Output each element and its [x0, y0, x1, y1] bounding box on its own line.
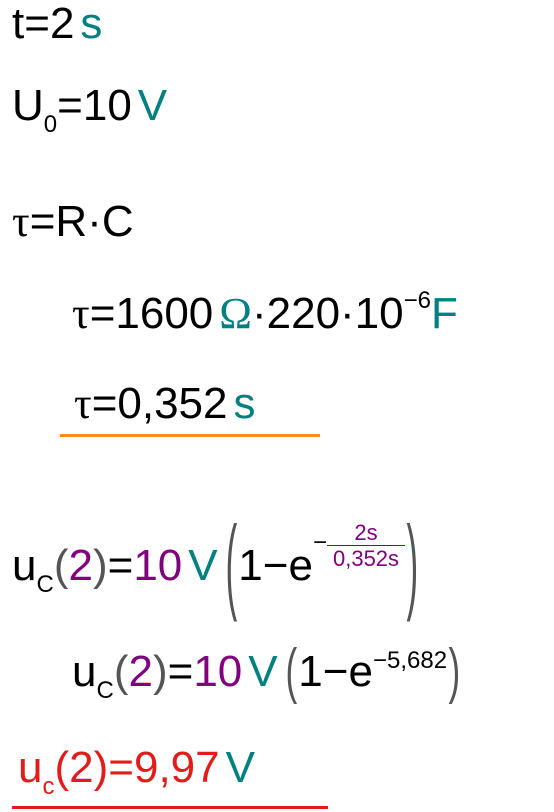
exponent: −6 — [403, 287, 432, 314]
equals-sign: = — [24, 0, 50, 48]
voltage-unit: V — [137, 81, 168, 130]
minus-sign: − — [262, 541, 289, 590]
voltage-subscript: 0 — [43, 111, 58, 138]
uc-symbol: u — [72, 647, 97, 696]
uc-subscript: C — [36, 571, 54, 598]
voltage-value: 10 — [193, 647, 243, 696]
equals-sign: = — [108, 743, 134, 792]
uc-subscript: C — [96, 677, 114, 704]
voltage-value: 10 — [133, 541, 183, 590]
uc-symbol: u — [18, 743, 43, 792]
ohm-unit: Ω — [219, 289, 252, 338]
tau-symbol: τ — [72, 289, 90, 338]
fraction-denominator: 0,352s — [332, 546, 400, 571]
fraction-numerator: 2s — [326, 522, 406, 546]
uc-subscript: c — [42, 773, 55, 800]
farad-unit: F — [431, 289, 458, 338]
uc-symbol: u — [12, 541, 37, 590]
time-argument: 2 — [69, 743, 94, 792]
voltage-symbol: U — [12, 81, 44, 130]
tau-formula: R·C — [55, 197, 134, 246]
equals-sign: = — [107, 541, 134, 590]
right-paren: ) — [152, 647, 168, 696]
tau-underline — [60, 434, 320, 437]
big-right-paren: ) — [406, 506, 419, 624]
left-paren: ( — [113, 647, 129, 696]
big-left-paren: ( — [225, 506, 237, 624]
tau-unit: s — [233, 379, 256, 428]
time-argument: 2 — [128, 647, 153, 696]
right-paren: ) — [92, 541, 108, 590]
capacitance-value: ·220·10 — [251, 289, 404, 338]
time-value: 2 — [49, 0, 75, 48]
time-unit: s — [80, 0, 103, 48]
exponent-sign: − — [312, 529, 327, 556]
equals-sign: = — [91, 379, 118, 428]
minus-sign: − — [322, 647, 349, 696]
resistance-value: 1600 — [115, 289, 214, 338]
one: 1 — [238, 541, 263, 590]
left-paren: ( — [54, 743, 70, 792]
equals-sign: = — [29, 197, 56, 246]
exponent: −5,682 — [372, 647, 448, 674]
one: 1 — [298, 647, 323, 696]
tau-symbol: τ — [74, 379, 92, 428]
time-symbol: t — [12, 0, 25, 48]
euler-e: e — [348, 647, 373, 696]
voltage-unit: V — [188, 541, 218, 590]
equation-tau-formula: τ=R·C — [12, 200, 134, 244]
equals-sign: = — [89, 289, 116, 338]
voltage-value: 10 — [82, 81, 132, 130]
equals-sign: = — [167, 647, 194, 696]
tau-symbol: τ — [12, 197, 30, 246]
voltage-unit: V — [248, 647, 278, 696]
euler-e: e — [288, 541, 313, 590]
result-underline — [12, 806, 328, 809]
left-paren: ( — [53, 541, 69, 590]
right-paren: ) — [93, 743, 109, 792]
time-argument: 2 — [68, 541, 93, 590]
result-unit: V — [225, 743, 255, 792]
left-paren: ( — [285, 637, 297, 706]
result-value: 9,97 — [133, 743, 220, 792]
right-paren: ) — [448, 637, 461, 706]
equals-sign: = — [57, 81, 83, 130]
tau-value: 0,352 — [117, 379, 228, 428]
